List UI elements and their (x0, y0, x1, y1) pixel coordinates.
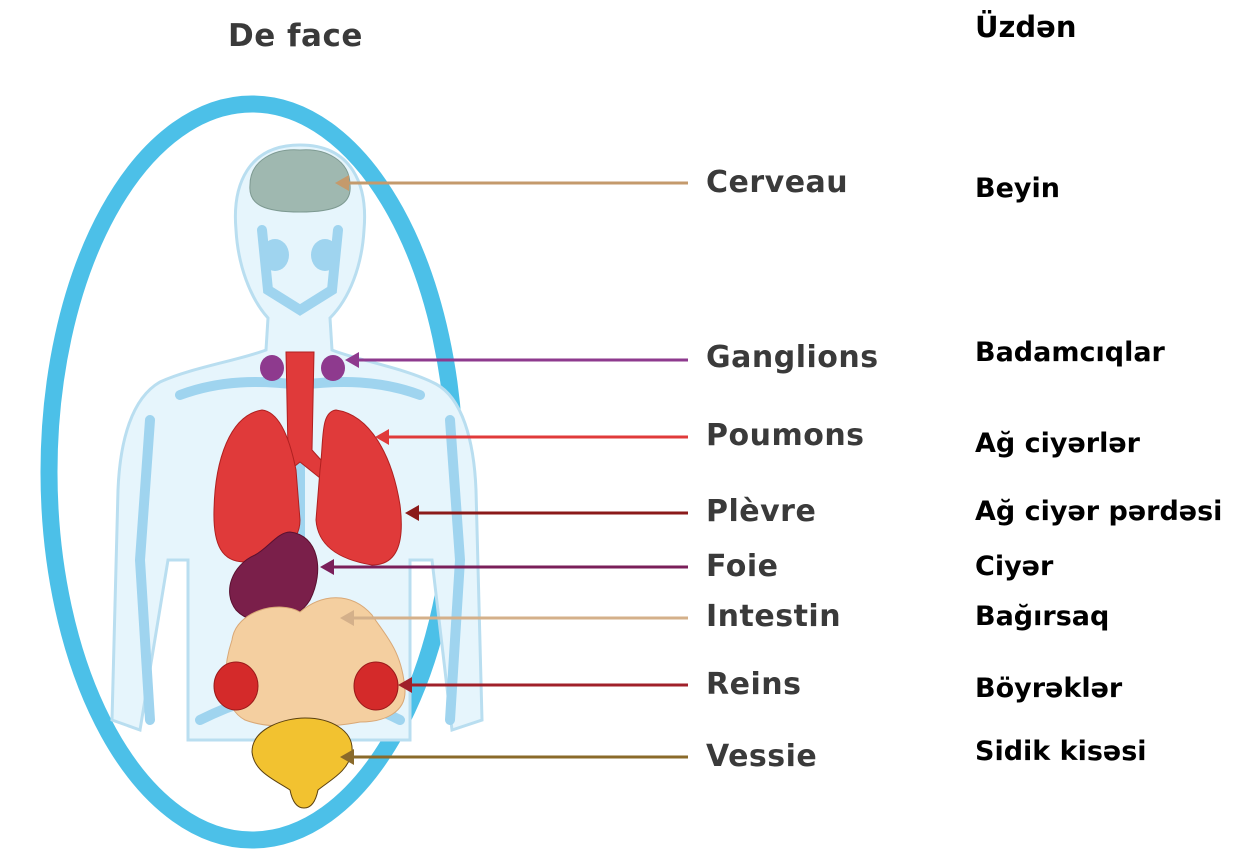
label-az-brain: Beyin (975, 175, 1060, 202)
label-az-tonsils: Badamcıqlar (975, 339, 1165, 366)
label-fr-pleura: Plèvre (706, 497, 816, 527)
tonsil-left (260, 355, 284, 381)
label-az-pleura: Ağ ciyər pərdəsi (975, 498, 1222, 525)
label-az-bladder: Sidik kisəsi (975, 738, 1147, 765)
bladder-shape (252, 718, 352, 808)
title-azerbaijani: Üzdən (975, 10, 1077, 44)
brain-shape (250, 150, 350, 212)
label-fr-tonsils: Ganglions (706, 343, 879, 373)
tonsil-right (321, 355, 345, 381)
kidney-right (354, 662, 398, 710)
label-fr-kidneys: Reins (706, 670, 801, 700)
label-fr-lungs: Poumons (706, 421, 865, 451)
label-fr-liver: Foie (706, 552, 779, 582)
label-az-liver: Ciyər (975, 553, 1053, 580)
label-fr-bladder: Vessie (706, 742, 817, 772)
label-az-intestine: Bağırsaq (975, 603, 1109, 630)
label-az-kidneys: Böyrəklər (975, 675, 1122, 702)
label-az-lungs: Ağ ciyərlər (975, 430, 1140, 457)
label-fr-brain: Cerveau (706, 168, 848, 198)
title-french: De face (228, 18, 363, 54)
kidney-left (214, 662, 258, 710)
label-fr-intestine: Intestin (706, 602, 841, 632)
